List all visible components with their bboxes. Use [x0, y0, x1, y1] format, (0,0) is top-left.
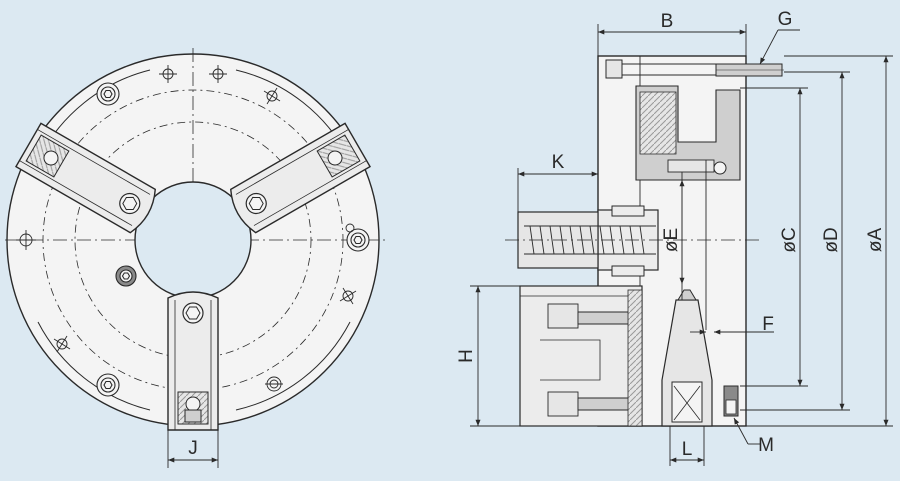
dimension-l [669, 426, 705, 466]
label-f: F [762, 314, 774, 335]
front-view [5, 48, 385, 468]
label-a: øA [865, 228, 886, 253]
dimension-b [597, 24, 747, 56]
label-m: M [758, 435, 774, 456]
dimension-k [517, 168, 599, 212]
dimension-d [740, 71, 850, 411]
label-l: L [682, 439, 693, 460]
label-c: øC [779, 227, 800, 252]
dimension-a [746, 56, 893, 427]
label-b: B [661, 11, 674, 32]
dimension-c [740, 87, 808, 387]
dimension-j [167, 430, 219, 468]
jaw-upper-left [14, 122, 157, 234]
mounting-bolts [96, 82, 370, 397]
label-k: K [552, 152, 565, 173]
dimension-h [470, 285, 520, 427]
label-h: H [456, 349, 477, 363]
leader-g [759, 29, 893, 65]
leader-m [733, 417, 760, 445]
dimension-labels: B G K F J L M øE øC øD øA H [188, 9, 886, 460]
small-holes [16, 65, 357, 392]
label-j: J [188, 438, 198, 459]
label-g: G [778, 9, 793, 30]
label-d: øD [821, 227, 842, 252]
jaw-upper-right [229, 122, 372, 234]
jaw-bottom [167, 291, 219, 431]
top-bolt [605, 59, 623, 79]
side-view [470, 24, 893, 466]
label-e: øE [661, 228, 682, 252]
